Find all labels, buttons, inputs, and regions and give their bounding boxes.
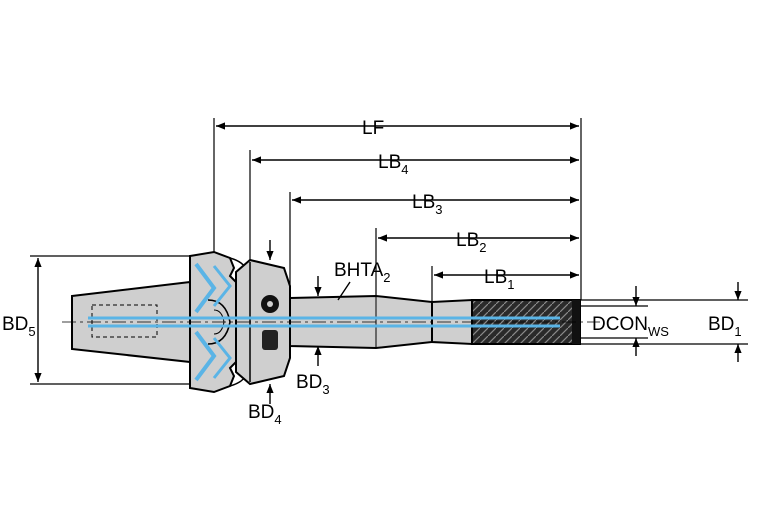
dimension-arrows bbox=[34, 122, 742, 404]
label-lb3: LB3 bbox=[412, 192, 442, 217]
coolant-screw-icon bbox=[262, 330, 278, 350]
label-lb2: LB2 bbox=[456, 230, 486, 255]
label-lf: LF bbox=[362, 118, 384, 139]
label-lb4: LB4 bbox=[378, 152, 408, 177]
label-bd3: BD3 bbox=[296, 372, 330, 397]
dimension-labels: LF LB4 LB3 LB2 LB1 BHTA2 BD5 BD4 BD3 DCO… bbox=[2, 118, 742, 427]
label-dcon-ws: DCONWS bbox=[592, 314, 669, 339]
label-bd5: BD5 bbox=[2, 314, 36, 339]
label-lb1: LB1 bbox=[484, 267, 514, 292]
label-bd1: BD1 bbox=[708, 314, 742, 339]
coolant-channels bbox=[88, 262, 560, 382]
label-bd4: BD4 bbox=[248, 402, 282, 427]
drawbar-cavity bbox=[91, 304, 158, 338]
extension-neck bbox=[289, 294, 433, 350]
label-bhta2: BHTA2 bbox=[334, 260, 391, 285]
extension-lines bbox=[30, 118, 748, 385]
